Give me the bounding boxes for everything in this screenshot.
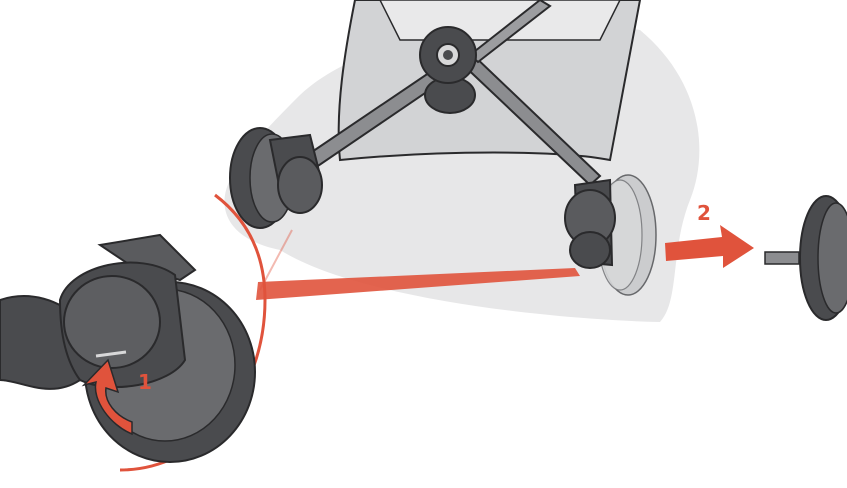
step-two-label: 2 — [697, 203, 711, 223]
step-one-label: 1 — [138, 372, 152, 392]
frame-hub — [420, 27, 476, 113]
detached-wheel — [765, 196, 847, 320]
